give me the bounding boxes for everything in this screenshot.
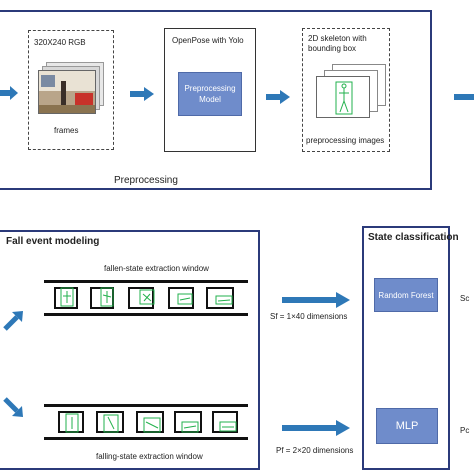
falling-window-label: falling-state extraction window (96, 452, 203, 461)
pf-dimensions-label: Pf = 2×20 dimensions (276, 446, 354, 455)
skeleton-stack (316, 64, 386, 124)
arrow-right-icon (266, 90, 290, 104)
preprocessing-images-label: preprocessing images (306, 136, 385, 145)
frames-group (28, 30, 114, 150)
arrow-right-icon (454, 94, 474, 100)
preprocessing-section-label: Preprocessing (114, 175, 178, 186)
arrow-right-icon (130, 87, 154, 101)
fallen-state-filmstrip (44, 280, 248, 316)
model-title: OpenPose with Yolo (172, 36, 244, 45)
mlp-box: MLP (376, 408, 438, 444)
skeleton-figure-icon (335, 81, 353, 115)
arrow-right-icon (282, 292, 350, 308)
skeleton-group (302, 28, 390, 152)
photo-thumbnail-icon (38, 62, 104, 116)
skeleton-figure-icon (65, 413, 237, 433)
fall-event-title: Fall event modeling (6, 236, 100, 247)
sc-label: Sc (460, 294, 470, 303)
arrow-down-right-icon (3, 397, 23, 417)
input-resolution-label: 320X240 RGB (34, 38, 86, 47)
skeleton-figure-icon (60, 287, 233, 307)
frames-label: frames (54, 126, 79, 135)
arrow-right-icon (0, 86, 18, 100)
preprocessing-model-box: Preprocessing Model (178, 72, 242, 116)
arrow-right-icon (282, 420, 350, 436)
skeleton-label: 2D skeleton with bounding box (308, 34, 367, 53)
fallen-window-label: fallen-state extraction window (104, 264, 209, 273)
pc-label: Pc (460, 426, 470, 435)
random-forest-box: Random Forest (374, 278, 438, 312)
sf-dimensions-label: Sf = 1×40 dimensions (270, 312, 348, 321)
state-classification-title: State classification (368, 232, 459, 243)
arrow-up-right-icon (3, 311, 23, 331)
